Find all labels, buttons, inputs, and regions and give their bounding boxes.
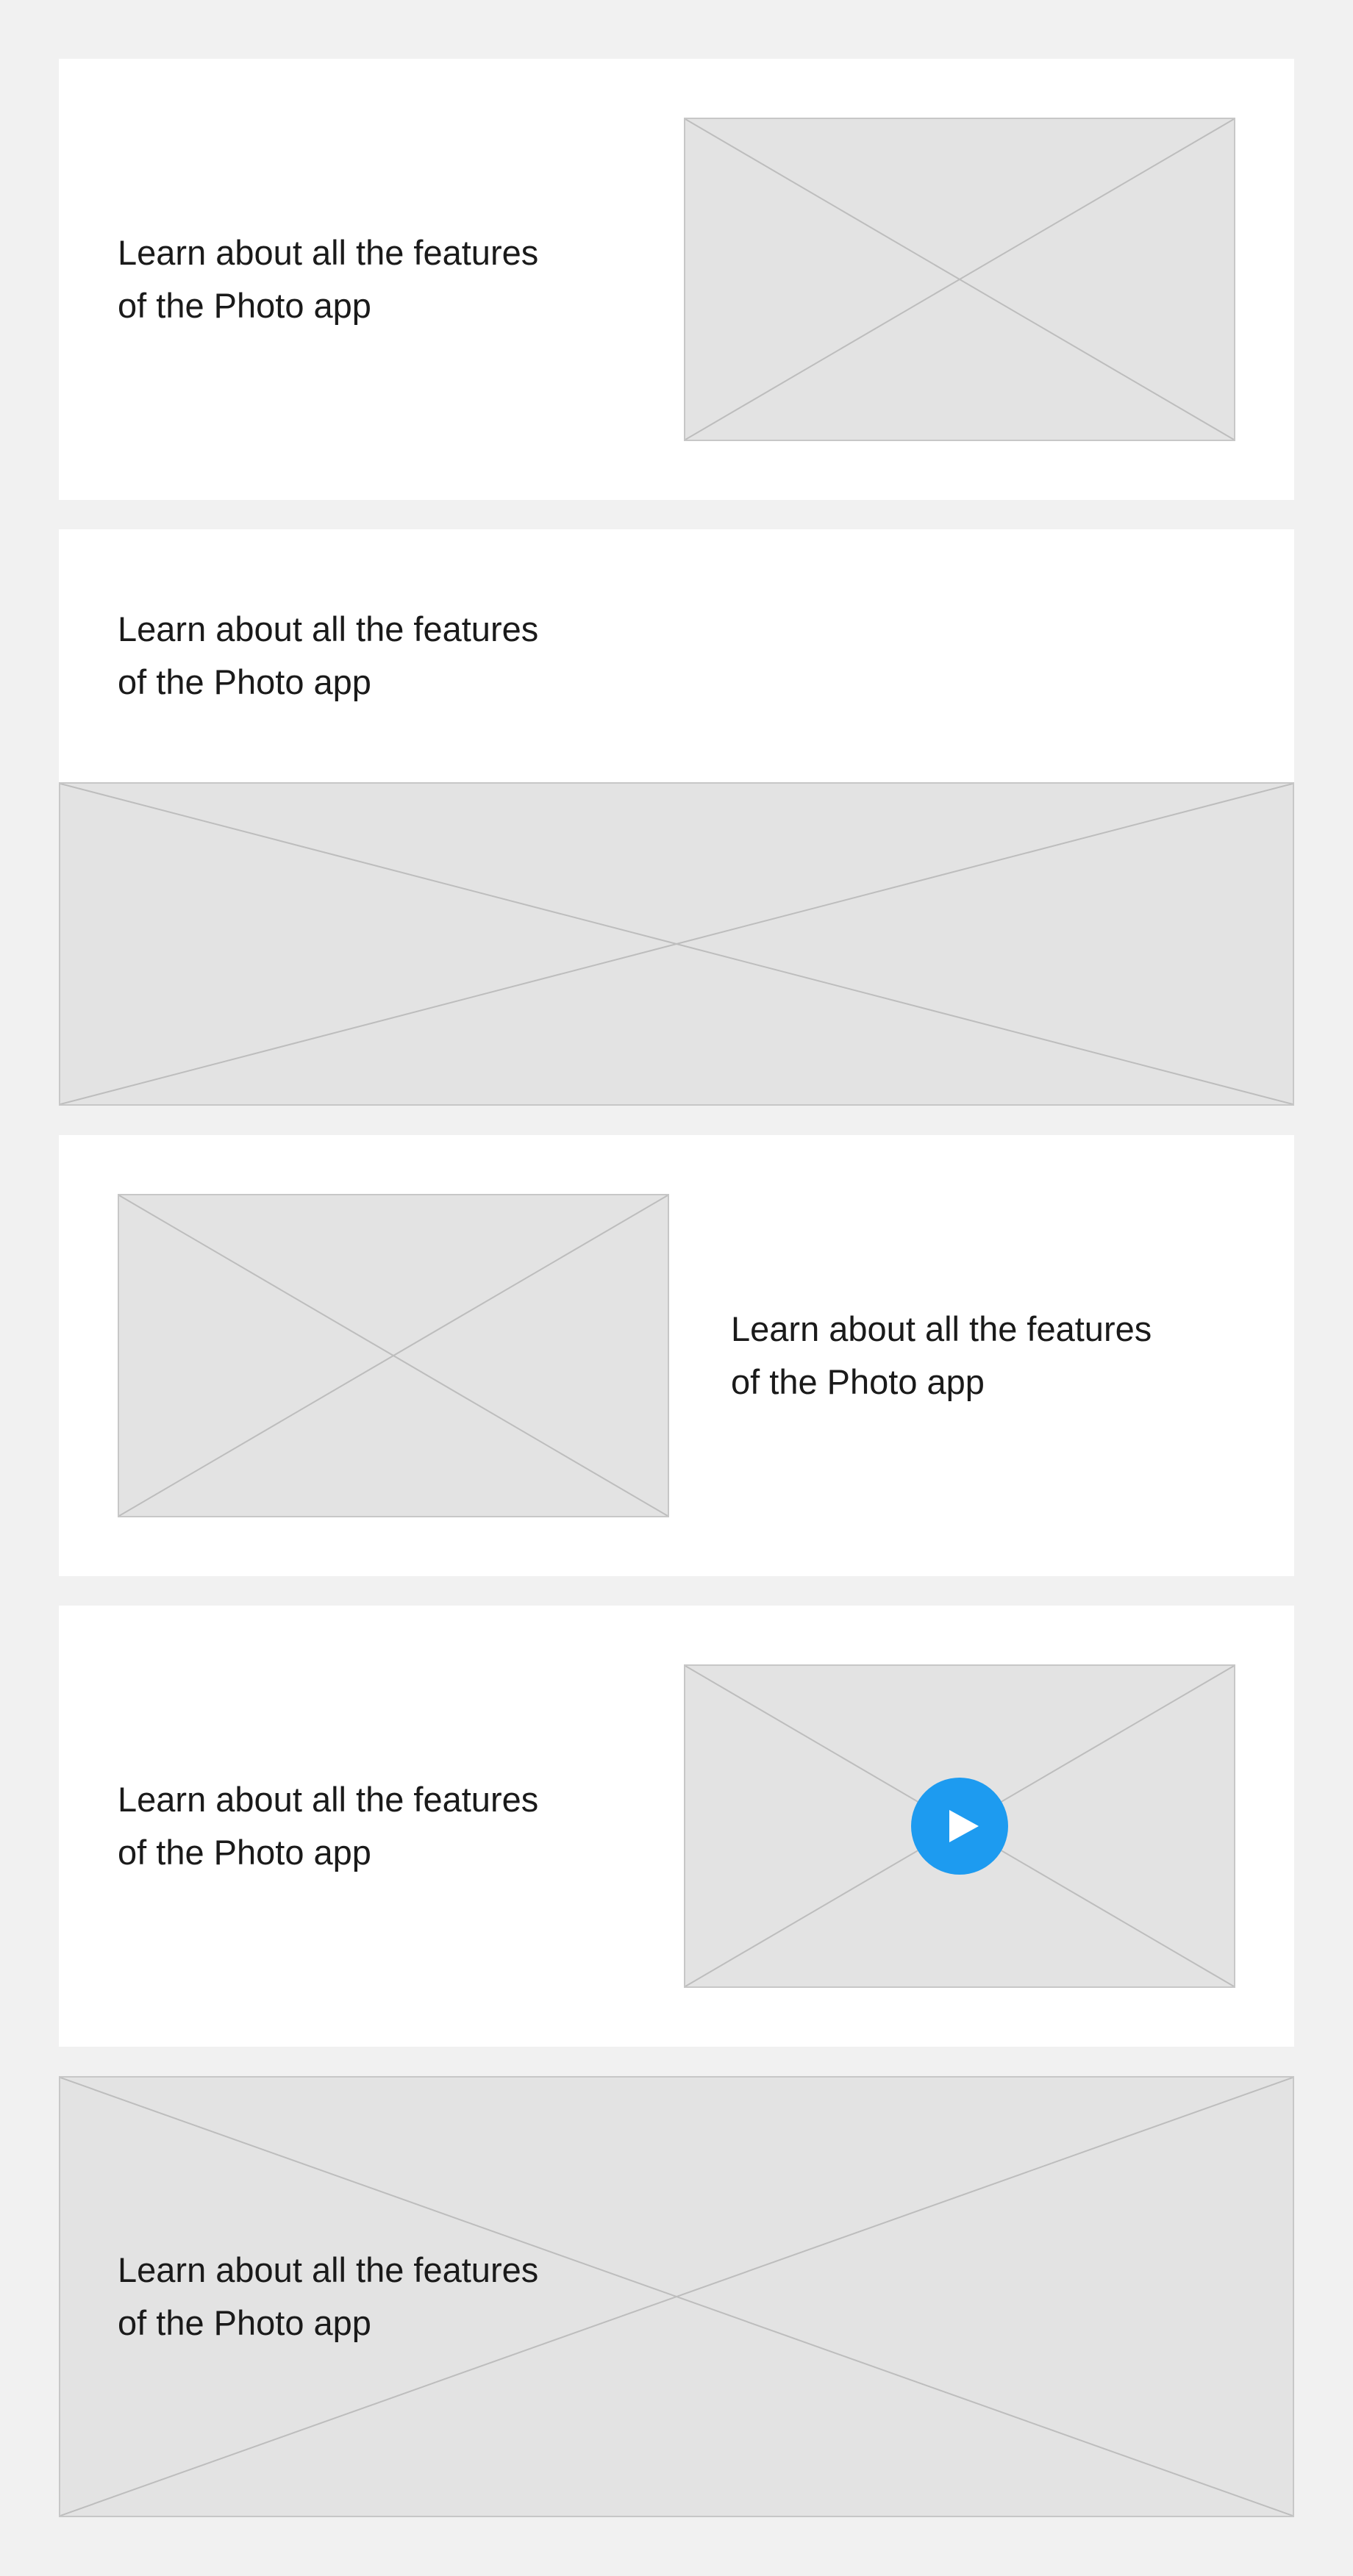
feature-card-text: Learn about all the features of the Phot… xyxy=(118,609,539,701)
feature-card-text: Learn about all the features of the Phot… xyxy=(118,2250,539,2342)
play-icon[interactable] xyxy=(911,1778,1008,1875)
image-placeholder xyxy=(59,782,1294,1106)
feature-card-text: Learn about all the features of the Phot… xyxy=(731,1309,1152,1401)
feature-card-4: Learn about all the features of the Phot… xyxy=(59,1606,1294,2047)
feature-card-5: Learn about all the features of the Phot… xyxy=(59,2076,1294,2517)
feature-card-2: Learn about all the features of the Phot… xyxy=(59,529,1294,1106)
image-placeholder xyxy=(684,118,1235,441)
feature-card-1: Learn about all the features of the Phot… xyxy=(59,59,1294,500)
image-placeholder xyxy=(118,1194,669,1517)
feature-card-text: Learn about all the features of the Phot… xyxy=(118,1780,539,1872)
background-image-placeholder xyxy=(59,2076,1294,2517)
video-placeholder[interactable] xyxy=(684,1664,1235,1988)
feature-card-3: Learn about all the features of the Phot… xyxy=(59,1135,1294,1576)
feature-card-text: Learn about all the features of the Phot… xyxy=(118,233,539,325)
